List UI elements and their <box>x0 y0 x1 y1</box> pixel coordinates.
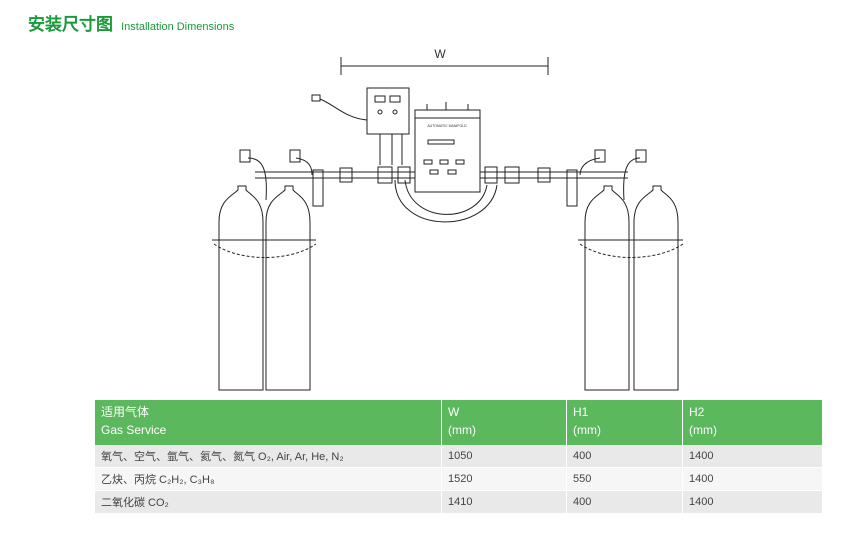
cell-h1: 400 <box>566 445 683 468</box>
width-label: W <box>434 47 446 61</box>
header-label: Gas Service <box>101 423 167 437</box>
title-chinese: 安装尺寸图 <box>28 15 113 35</box>
control-box <box>311 87 410 165</box>
dimension-table: 适用气体 Gas Service W (mm) H1 (mm) H2 (mm) … <box>95 400 822 514</box>
cylinder-chains <box>213 243 684 258</box>
cell-h1: 400 <box>566 490 683 514</box>
header-label: (mm) <box>573 423 601 437</box>
header-label: 适用气体 <box>101 405 150 419</box>
pigtail-left <box>239 149 313 201</box>
table-row: 二氧化碳 CO₂ 1410 400 1400 <box>95 490 822 514</box>
title-english: Installation Dimensions <box>121 21 235 33</box>
manifold-panel <box>414 102 481 193</box>
header-label: W <box>448 405 460 419</box>
cell-h2: 1400 <box>682 445 822 468</box>
cell-gas: 乙炔、丙烷 C₂H₂, C₃H₈ <box>95 467 442 491</box>
header-w: W (mm) <box>441 400 567 445</box>
header-label: H1 <box>573 405 589 419</box>
pigtail-right <box>579 149 647 201</box>
cylinder-right-1 <box>578 185 634 391</box>
header-label: H2 <box>689 405 705 419</box>
wall-brackets <box>312 169 578 207</box>
page-title: 安装尺寸图 Installation Dimensions <box>28 10 234 35</box>
cell-h1: 550 <box>566 467 683 491</box>
header-h2: H2 (mm) <box>682 400 822 445</box>
header-gas-service: 适用气体 Gas Service <box>95 400 442 445</box>
header-label: (mm) <box>448 423 476 437</box>
cell-w: 1050 <box>441 445 567 468</box>
table-row: 氧气、空气、氩气、氦气、氮气 O₂, Air, Ar, He, N₂ 1050 … <box>95 445 822 468</box>
cylinder-left-1 <box>212 185 268 391</box>
cylinder-right-2 <box>627 185 683 391</box>
panel-label: AUTOMATIC MANIFOLD <box>427 124 467 128</box>
header-pipe <box>255 166 628 184</box>
cell-h2: 1400 <box>682 467 822 491</box>
cell-gas: 二氧化碳 CO₂ <box>95 490 442 514</box>
header-h1: H1 (mm) <box>566 400 683 445</box>
cell-w: 1520 <box>441 467 567 491</box>
cell-w: 1410 <box>441 490 567 514</box>
cell-h2: 1400 <box>682 490 822 514</box>
table-header-row: 适用气体 Gas Service W (mm) H1 (mm) H2 (mm) <box>95 400 822 445</box>
width-dimension <box>340 57 549 75</box>
header-label: (mm) <box>689 423 717 437</box>
installation-diagram: W AUTOMATIC MANIFOLD <box>212 47 684 391</box>
hose-loop <box>394 179 498 223</box>
cylinder-left-2 <box>260 185 316 391</box>
table-row: 乙炔、丙烷 C₂H₂, C₃H₈ 1520 550 1400 <box>95 467 822 491</box>
cell-gas: 氧气、空气、氩气、氦气、氮气 O₂, Air, Ar, He, N₂ <box>95 445 442 468</box>
